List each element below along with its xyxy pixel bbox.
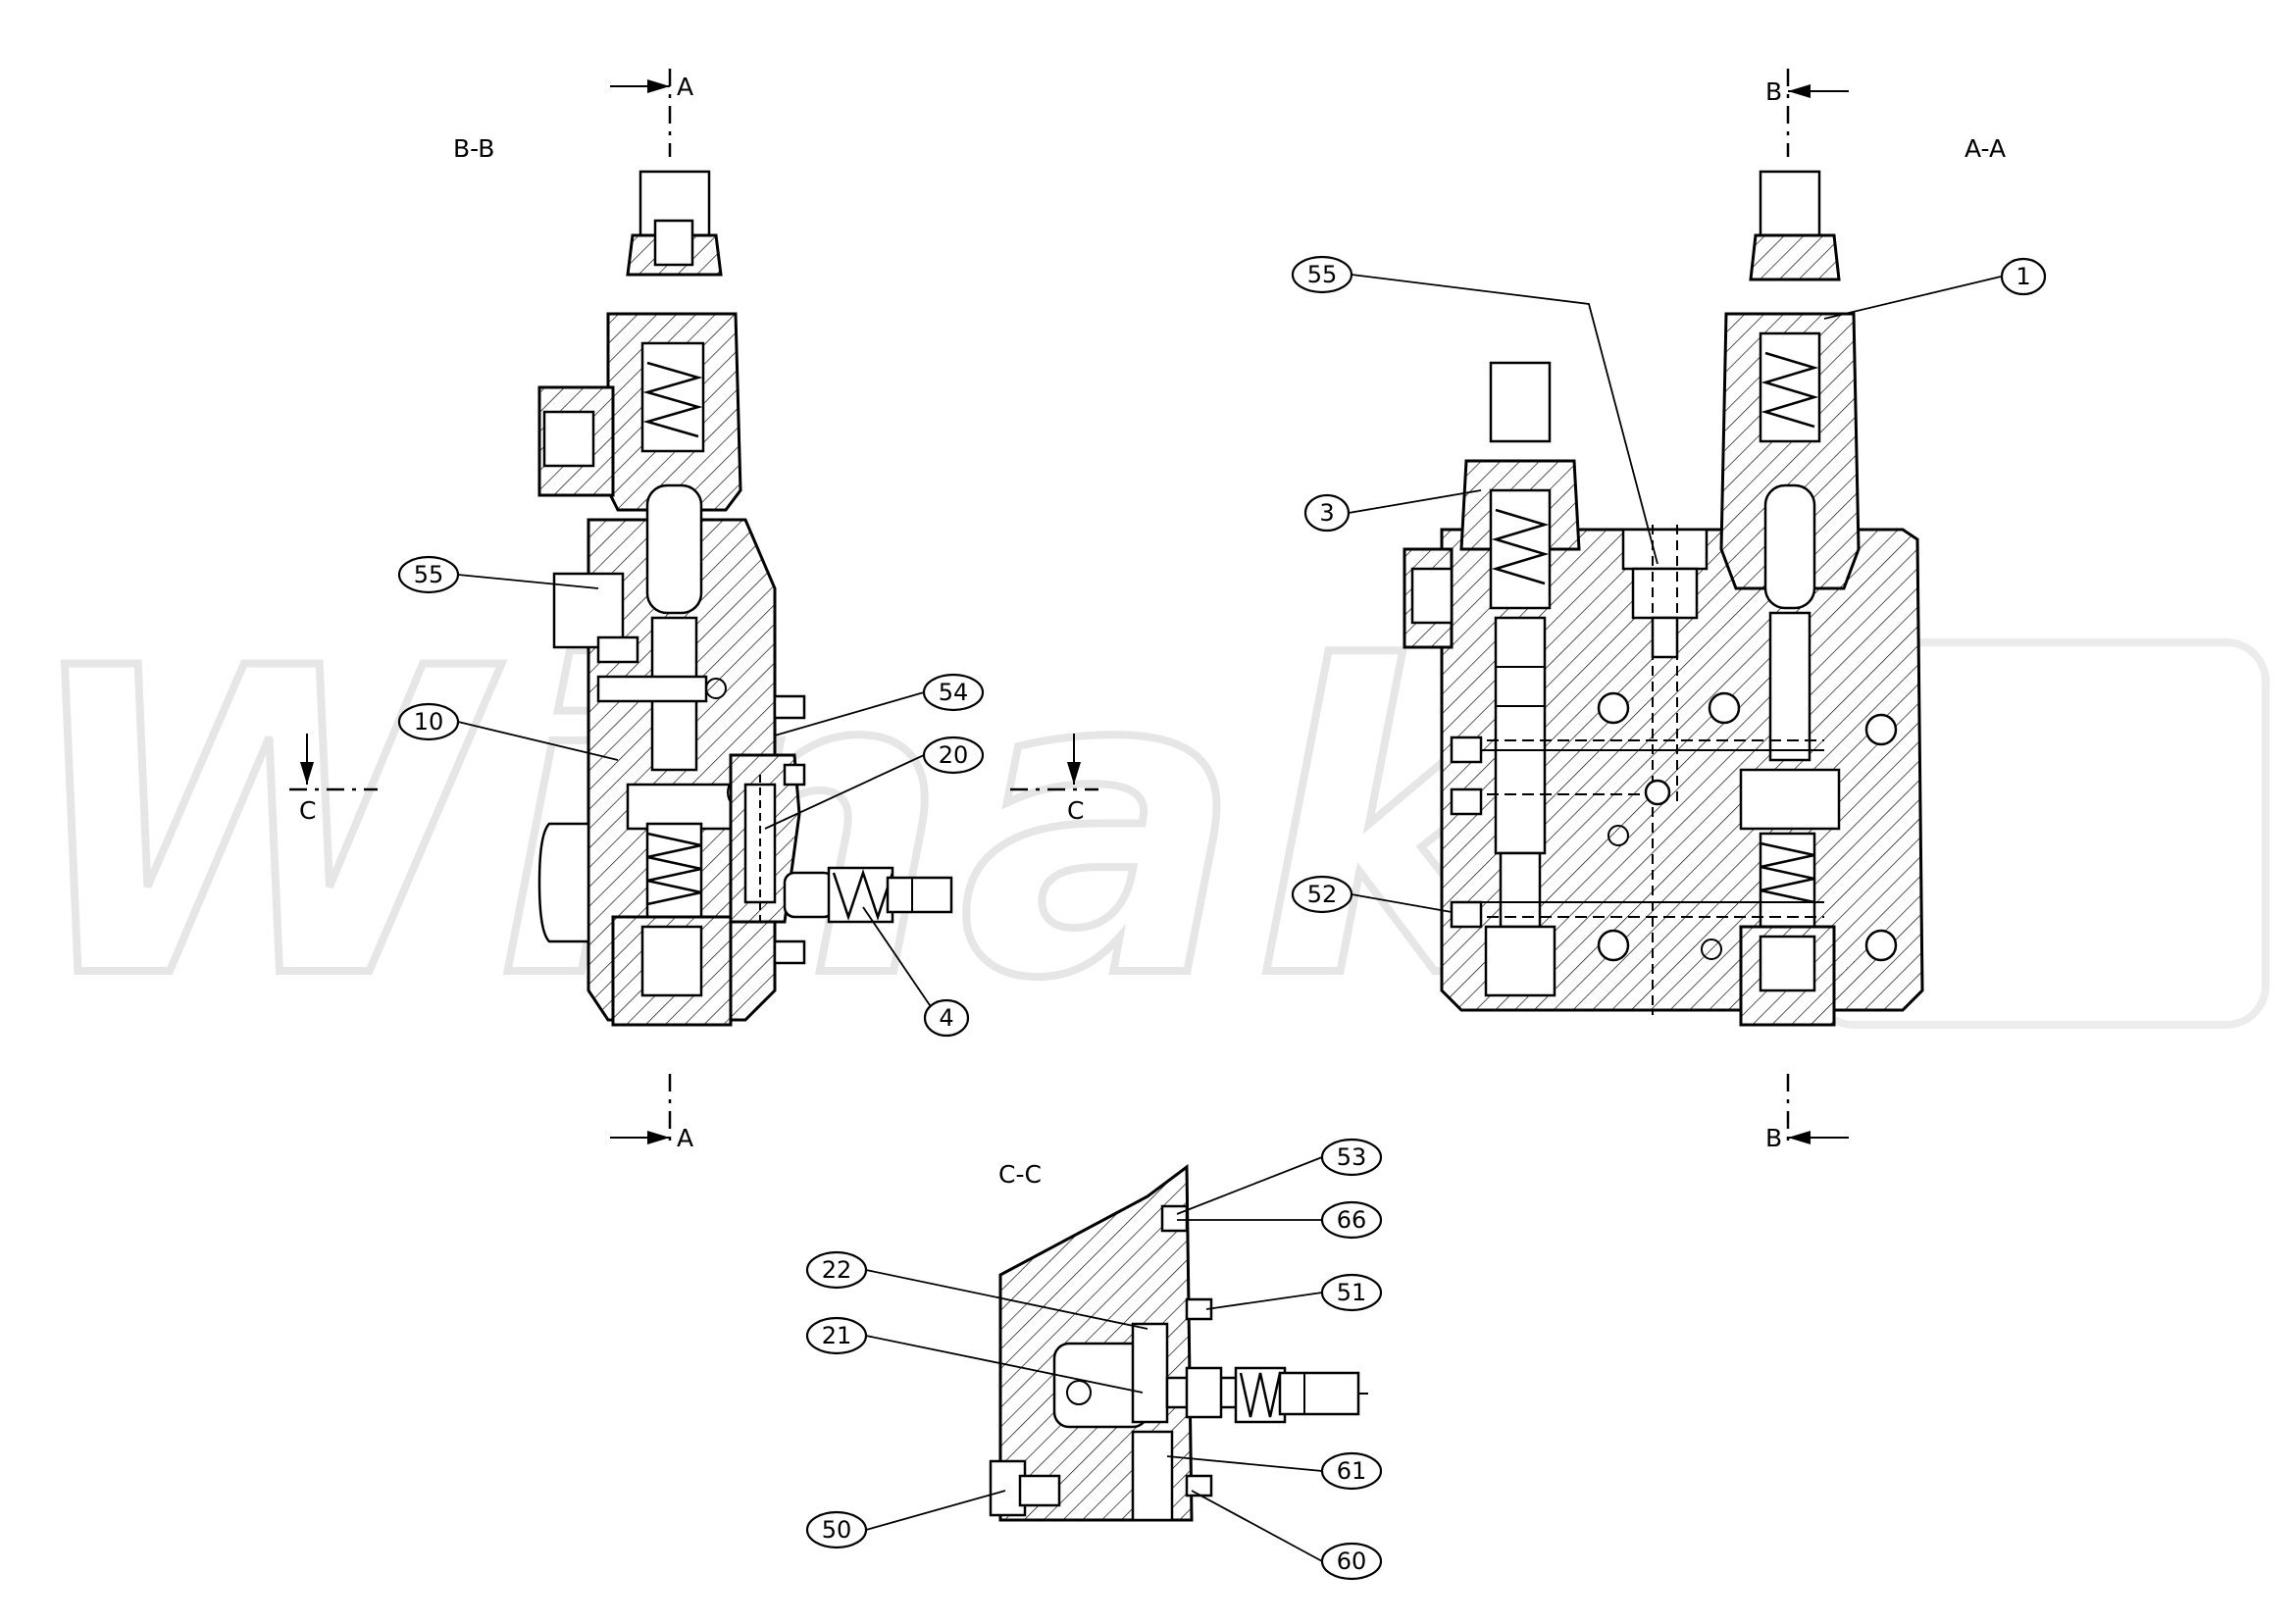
- callout-cc-50: 50: [805, 1510, 868, 1549]
- callout-bb-54: 54: [922, 673, 985, 712]
- callout-bb-20: 20: [922, 736, 985, 775]
- section-mark-b-bottom: B: [1765, 1074, 1849, 1152]
- view-aa-title: A-A: [1964, 134, 2006, 163]
- section-label-a-bottom: A: [677, 1124, 693, 1152]
- callout-bb-55: 55: [397, 555, 460, 594]
- svg-text:54: 54: [939, 679, 969, 706]
- view-cc: C-C: [989, 1160, 1368, 1522]
- callouts: 55 10 54 20 4 55: [397, 255, 2047, 1581]
- section-mark-c-left: C: [289, 734, 378, 825]
- section-label-b-bottom: B: [1765, 1124, 1782, 1152]
- view-bb-title: B-B: [453, 134, 494, 163]
- callout-aa-52: 52: [1291, 875, 1353, 914]
- section-mark-a-top: A: [610, 69, 693, 157]
- svg-text:1: 1: [2015, 263, 2030, 290]
- callout-cc-53: 53: [1320, 1138, 1383, 1177]
- callout-cc-66: 66: [1320, 1200, 1383, 1240]
- section-mark-a-bottom: A: [610, 1074, 693, 1152]
- svg-text:55: 55: [1307, 261, 1338, 288]
- callout-aa-1: 1: [2000, 257, 2047, 296]
- callout-bb-10: 10: [397, 702, 460, 741]
- section-label-a-top: A: [677, 73, 693, 101]
- view-cc-title: C-C: [998, 1160, 1042, 1189]
- section-label-c-left: C: [299, 796, 316, 825]
- view-aa: A-A B B C: [1010, 69, 2006, 1152]
- svg-text:52: 52: [1307, 881, 1338, 908]
- callout-aa-3: 3: [1303, 493, 1351, 533]
- svg-text:53: 53: [1337, 1143, 1367, 1171]
- svg-text:21: 21: [822, 1322, 852, 1349]
- callout-cc-21: 21: [805, 1316, 868, 1355]
- svg-text:50: 50: [822, 1516, 852, 1544]
- section-label-c-right: C: [1067, 796, 1084, 825]
- callout-bb-4: 4: [923, 998, 970, 1038]
- section-mark-c-right: C: [1010, 734, 1098, 825]
- callout-cc-60: 60: [1320, 1542, 1383, 1581]
- callout-cc-51: 51: [1320, 1273, 1383, 1312]
- svg-text:4: 4: [939, 1004, 953, 1032]
- svg-text:51: 51: [1337, 1279, 1367, 1306]
- svg-text:10: 10: [414, 708, 444, 736]
- svg-text:3: 3: [1319, 499, 1334, 527]
- svg-text:55: 55: [414, 561, 444, 588]
- svg-text:61: 61: [1337, 1457, 1367, 1485]
- svg-text:60: 60: [1337, 1548, 1367, 1575]
- svg-text:20: 20: [939, 741, 969, 769]
- view-bb: B-B A A C: [289, 69, 953, 1152]
- callout-cc-61: 61: [1320, 1451, 1383, 1491]
- callout-aa-55: 55: [1291, 255, 1353, 294]
- callout-cc-22: 22: [805, 1250, 868, 1290]
- section-label-b-top: B: [1765, 77, 1782, 106]
- svg-text:66: 66: [1337, 1206, 1367, 1234]
- section-mark-b-top: B: [1765, 69, 1849, 157]
- svg-text:22: 22: [822, 1256, 852, 1284]
